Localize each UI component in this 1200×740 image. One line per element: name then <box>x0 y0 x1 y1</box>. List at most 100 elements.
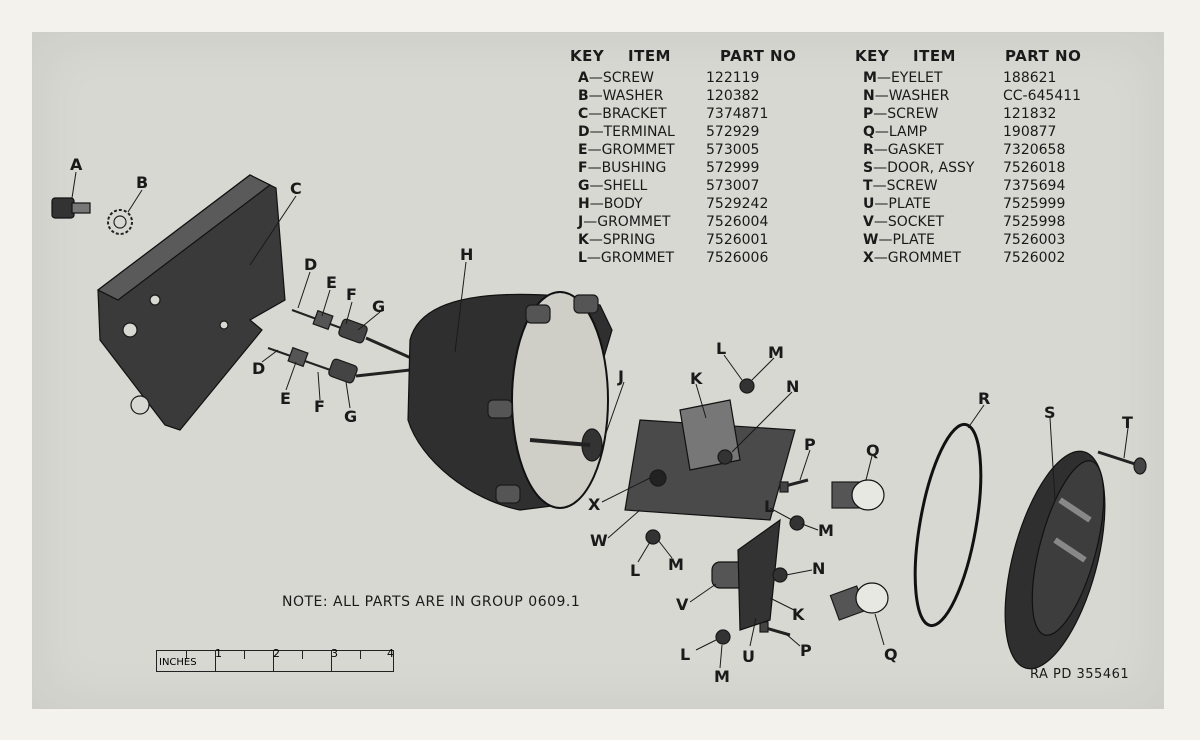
callout-k-upper: K <box>690 369 703 388</box>
callout-w: W <box>590 531 608 550</box>
callout-k-lower: K <box>792 605 805 624</box>
row-key-item: A—SCREW <box>578 70 654 86</box>
header-item: ITEM <box>913 47 956 65</box>
row-item: SCREW <box>602 70 654 86</box>
part-lamp-q1 <box>831 479 885 511</box>
ruler-mark: 4 <box>387 647 394 660</box>
row-part-no: CC-645411 <box>1003 88 1082 104</box>
part-screw-t <box>1097 450 1147 475</box>
row-key: C <box>578 106 589 122</box>
callout-d-upper: D <box>304 255 317 274</box>
callout-u: U <box>742 647 755 666</box>
row-item: SHELL <box>603 178 648 194</box>
callout-a: A <box>70 155 83 174</box>
row-key-item: B—WASHER <box>578 88 664 104</box>
part-washer-n1 <box>717 449 733 465</box>
row-key: N <box>863 88 875 104</box>
header-item: ITEM <box>628 47 671 65</box>
table-row: N—WASHER CC-645411 <box>855 87 1115 105</box>
row-part-no: 573007 <box>706 178 760 194</box>
part-door-s <box>1004 450 1106 670</box>
callout-j: J <box>617 367 624 386</box>
table-row: G—SHELL 573007 <box>570 177 830 195</box>
row-item: BRACKET <box>602 106 667 122</box>
callout-p-lower: P <box>800 641 812 660</box>
row-key-item: V—SOCKET <box>863 214 945 230</box>
part-body-h <box>407 291 613 511</box>
table-row: S—DOOR, ASSY 7526018 <box>855 159 1115 177</box>
row-item: GROMMET <box>601 142 675 158</box>
callout-e-upper: E <box>326 273 337 292</box>
row-key-item: Q—LAMP <box>863 124 928 140</box>
table-header: KEY ITEM PART NO <box>855 47 1115 69</box>
callout-f-lower: F <box>314 397 325 416</box>
row-part-no: 572999 <box>706 160 760 176</box>
header-key: KEY <box>855 47 890 65</box>
callout-h: H <box>460 245 473 264</box>
row-key: F <box>578 160 588 176</box>
part-terminal-assembly-lower <box>267 346 411 384</box>
row-item: BUSHING <box>601 160 667 176</box>
row-key-item: S—DOOR, ASSY <box>863 160 975 176</box>
callout-n-upper: N <box>786 377 799 396</box>
row-key-item: M—EYELET <box>863 70 943 86</box>
row-key-item: L—GROMMET <box>578 250 675 266</box>
row-item: SOCKET <box>887 214 945 230</box>
callout-m-mid-left: M <box>668 555 684 574</box>
row-part-no: 121832 <box>1003 106 1057 122</box>
row-part-no: 7526003 <box>1003 232 1066 248</box>
row-key: T <box>863 178 873 194</box>
row-item: DOOR, ASSY <box>887 160 975 176</box>
row-item: SCREW <box>886 178 938 194</box>
header-part-no: PART NO <box>720 47 797 65</box>
row-part-no: 7525999 <box>1003 196 1066 212</box>
leader-lines <box>71 171 1129 669</box>
callout-p-upper: P <box>804 435 816 454</box>
callout-t: T <box>1122 413 1133 432</box>
row-key-item: D—TERMINAL <box>578 124 675 140</box>
callout-q-lower: Q <box>884 645 898 664</box>
row-part-no: 7526018 <box>1003 160 1066 176</box>
row-key-item: E—GROMMET <box>578 142 675 158</box>
row-key-item: N—WASHER <box>863 88 950 104</box>
callout-x: X <box>588 495 601 514</box>
callout-f-upper: F <box>346 285 357 304</box>
row-key-item: U—PLATE <box>863 196 931 212</box>
row-key: P <box>863 106 874 122</box>
row-part-no: 572929 <box>706 124 760 140</box>
part-screw-p1 <box>779 478 809 493</box>
callout-l-lower: L <box>680 645 690 664</box>
header-part-no: PART NO <box>1005 47 1082 65</box>
callout-d-lower: D <box>252 359 265 378</box>
ruler-unit-label: INCHES <box>159 657 197 668</box>
row-key: E <box>578 142 588 158</box>
row-key: M <box>863 70 877 86</box>
part-eyelet-m2 <box>789 515 805 531</box>
row-part-no: 7526002 <box>1003 250 1066 266</box>
row-part-no: 7526001 <box>706 232 769 248</box>
callout-m-upper: M <box>768 343 784 362</box>
row-item: SCREW <box>887 106 939 122</box>
callout-c: C <box>290 179 302 198</box>
callout-b: B <box>136 173 148 192</box>
figure-reference: RA PD 355461 <box>1030 667 1130 682</box>
row-key-item: G—SHELL <box>578 178 648 194</box>
callout-l-mid-left: L <box>630 561 640 580</box>
row-part-no: 7375694 <box>1003 178 1066 194</box>
row-key-item: C—BRACKET <box>578 106 667 122</box>
ruler-tick <box>331 651 332 671</box>
row-key-item: H—BODY <box>578 196 643 212</box>
callout-m-mid-right: M <box>818 521 834 540</box>
part-eyelet-m1 <box>739 378 755 394</box>
group-note: NOTE: ALL PARTS ARE IN GROUP 0609.1 <box>282 594 581 610</box>
row-key: G <box>578 178 590 194</box>
